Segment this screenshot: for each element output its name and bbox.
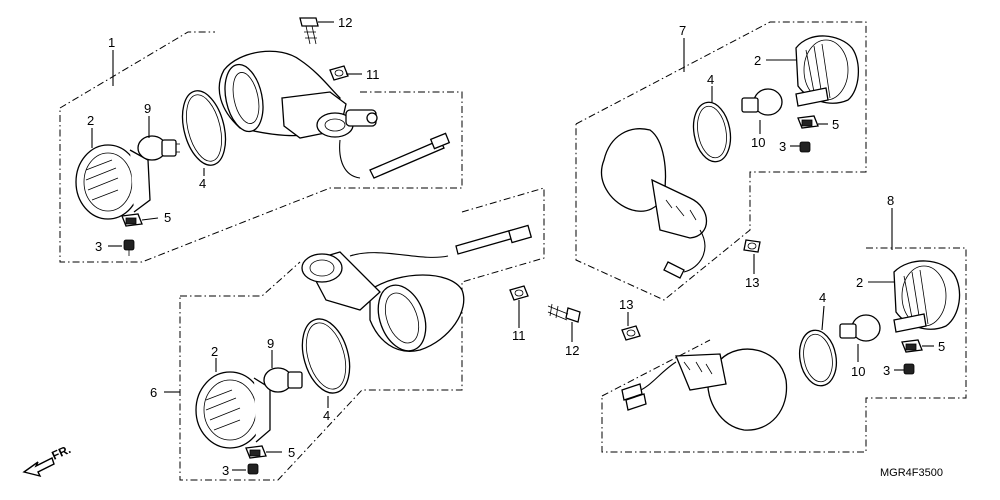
callout-11: 11	[366, 67, 380, 82]
screw-3a	[123, 239, 135, 256]
bolt-12a	[299, 17, 319, 45]
lens-1	[75, 144, 151, 220]
front-direction-indicator: FR.	[22, 442, 73, 478]
callout-10: 10	[751, 135, 765, 150]
bulb-6	[263, 367, 303, 393]
screw-3b	[247, 463, 259, 475]
front-label: FR.	[50, 442, 73, 463]
callout-1: 1	[108, 35, 115, 50]
bolt-12b	[547, 303, 581, 323]
callout-9: 9	[267, 336, 274, 351]
screw-3d	[903, 363, 915, 375]
bulb-7	[741, 88, 783, 116]
callout-9: 9	[144, 101, 151, 116]
housing-1	[218, 50, 451, 179]
lens-8	[893, 260, 961, 333]
callout-4: 4	[323, 408, 330, 423]
callout-4: 4	[707, 72, 714, 87]
bolt-13c	[743, 239, 761, 253]
assembly-8-outline	[601, 247, 967, 453]
housing-7	[600, 128, 707, 279]
callout-12: 12	[565, 343, 579, 358]
callout-8: 8	[887, 193, 894, 208]
callout-3: 3	[779, 139, 786, 154]
gasket-ring-7	[692, 101, 732, 163]
screw-3c	[799, 141, 811, 153]
callout-5: 5	[832, 117, 839, 132]
callout-7: 7	[679, 23, 686, 38]
gasket-ring-6	[301, 318, 351, 394]
assembly-1-parts	[75, 17, 451, 256]
leader-lines	[91, 21, 934, 471]
callout-10: 10	[851, 364, 865, 379]
assembly-8-parts	[621, 260, 961, 431]
assembly-7-parts	[600, 35, 859, 279]
nut-11a	[329, 65, 349, 81]
callout-6: 6	[150, 385, 157, 400]
callout-labels: 1 2 9 4 5 3 12 11 6 2 9 4 5 3 11 12 7 2 …	[87, 15, 945, 478]
callout-4: 4	[819, 290, 826, 305]
front-arrow-icon	[22, 457, 55, 478]
callout-2: 2	[856, 275, 863, 290]
bulb-8	[839, 314, 881, 342]
clip-5a	[121, 213, 143, 227]
clip-5d	[901, 339, 923, 353]
housing-6	[301, 224, 533, 352]
callout-12: 12	[338, 15, 352, 30]
callout-2: 2	[211, 344, 218, 359]
callout-13: 13	[745, 275, 759, 290]
callout-5: 5	[938, 339, 945, 354]
assembly-1-outline	[59, 31, 463, 263]
gasket-ring-8	[798, 329, 838, 387]
callout-5: 5	[288, 445, 295, 460]
diagram-code: MGR4F3500	[880, 467, 943, 479]
callout-11: 11	[512, 328, 526, 343]
bulb-1	[137, 135, 180, 161]
bolt-13d	[621, 325, 641, 341]
clip-5c	[797, 115, 819, 129]
housing-8	[621, 348, 788, 431]
callout-3: 3	[222, 463, 229, 478]
assembly-6-outline	[179, 187, 545, 481]
lens-7	[795, 35, 859, 107]
assembly-7-outline	[575, 21, 867, 301]
nut-11b	[509, 285, 529, 301]
lens-6	[195, 371, 271, 449]
callout-3: 3	[95, 239, 102, 254]
callout-13: 13	[619, 297, 633, 312]
gasket-ring-1	[181, 90, 227, 166]
callout-2: 2	[754, 53, 761, 68]
callout-3: 3	[883, 363, 890, 378]
callout-2: 2	[87, 113, 94, 128]
clip-5b	[245, 445, 267, 459]
callout-4: 4	[199, 176, 206, 191]
assembly-6-parts	[195, 224, 581, 475]
callout-5: 5	[164, 210, 171, 225]
